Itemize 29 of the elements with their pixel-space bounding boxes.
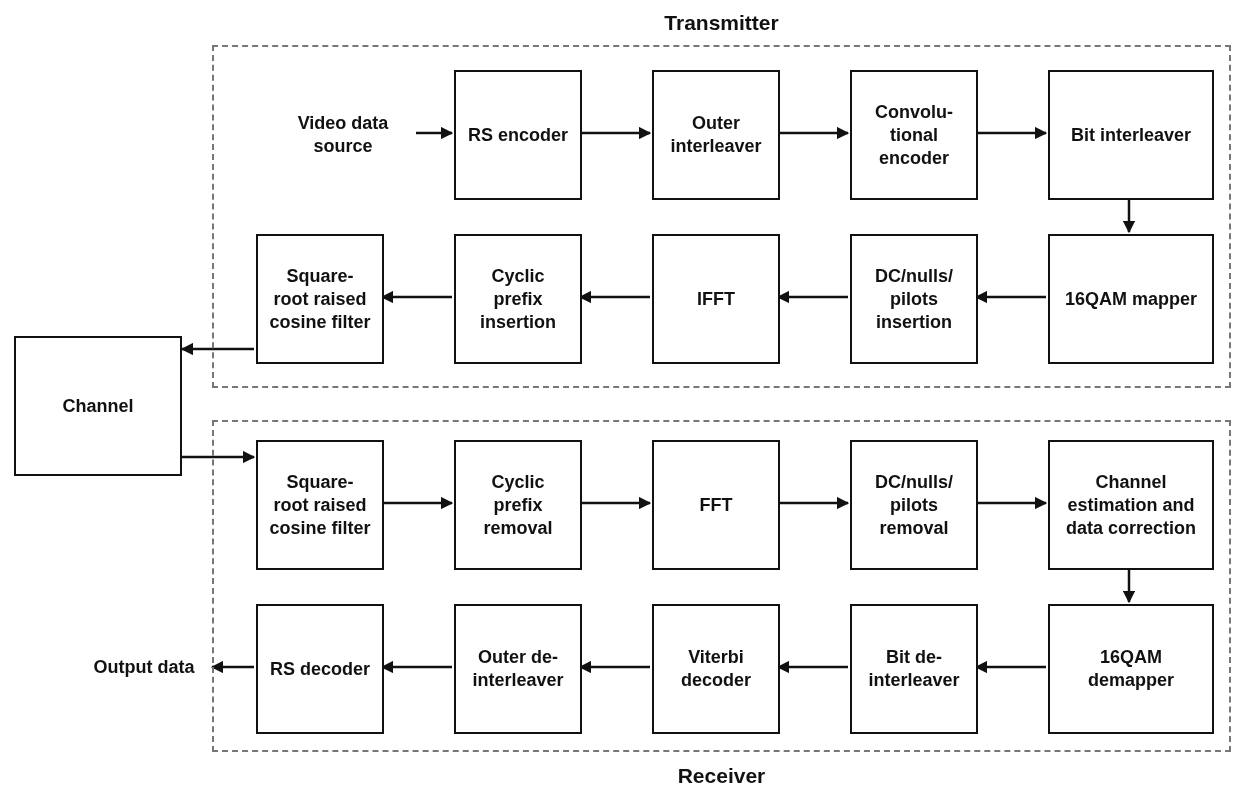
signal-label: Video data source <box>296 112 390 158</box>
process-block: Bit interleaver <box>1048 70 1214 200</box>
arrow <box>1122 568 1136 604</box>
process-block: FFT <box>652 440 780 570</box>
signal-label: Output data <box>93 655 195 679</box>
process-block: IFFT <box>652 234 780 364</box>
group-title: Transmitter <box>663 11 780 35</box>
process-block: Cyclic prefix insertion <box>454 234 582 364</box>
arrow <box>182 450 256 464</box>
process-block: RS encoder <box>454 70 582 200</box>
process-block: DC/nulls/ pilots removal <box>850 440 978 570</box>
process-block: Bit de- interleaver <box>850 604 978 734</box>
group-title: Receiver <box>676 764 767 788</box>
process-block: DC/nulls/ pilots insertion <box>850 234 978 364</box>
process-block: Cyclic prefix removal <box>454 440 582 570</box>
process-block: Channel <box>14 336 182 476</box>
process-block: 16QAM demapper <box>1048 604 1214 734</box>
process-block: RS decoder <box>256 604 384 734</box>
arrow <box>210 660 254 674</box>
process-block: Outer de- interleaver <box>454 604 582 734</box>
arrow <box>416 126 454 140</box>
arrow <box>1122 198 1136 234</box>
process-block: Channel estimation and data correction <box>1048 440 1214 570</box>
process-block: Viterbi decoder <box>652 604 780 734</box>
process-block: Outer interleaver <box>652 70 780 200</box>
process-block: Square- root raised cosine filter <box>256 234 384 364</box>
process-block: Square- root raised cosine filter <box>256 440 384 570</box>
process-block: 16QAM mapper <box>1048 234 1214 364</box>
process-block: Convolu- tional encoder <box>850 70 978 200</box>
